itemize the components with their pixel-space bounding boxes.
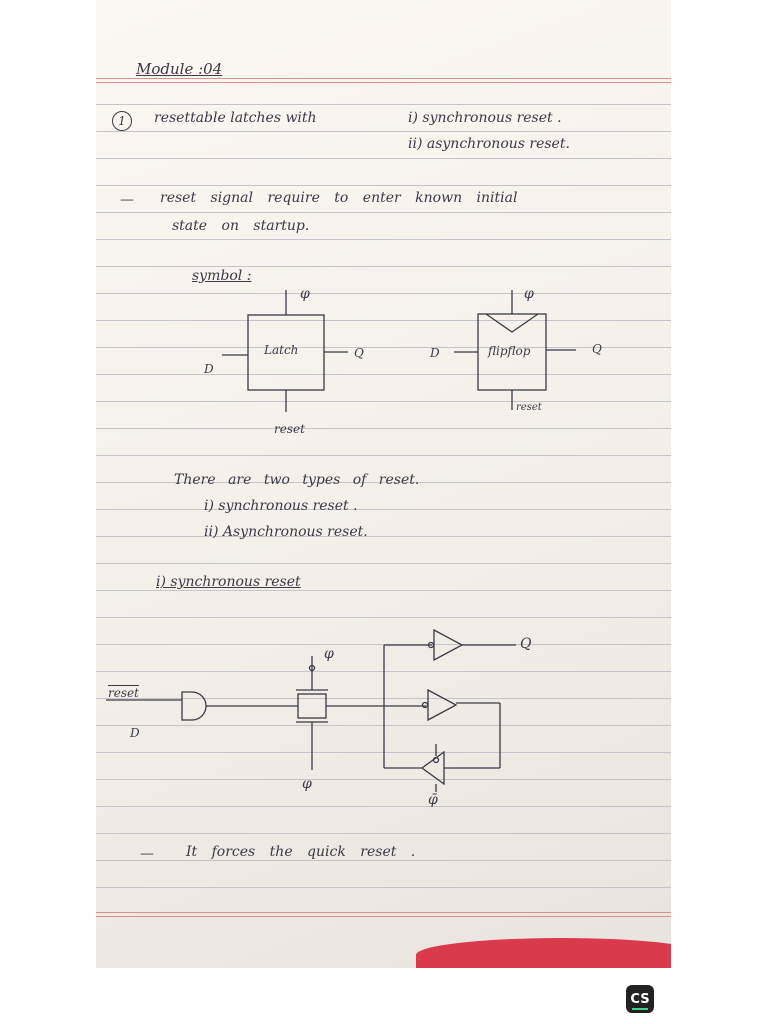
- flipflop-d: D: [430, 346, 440, 360]
- flipflop-phi: φ: [524, 286, 534, 302]
- rule-line: [96, 482, 671, 483]
- rule-line: [96, 860, 671, 861]
- point-number: 1: [118, 114, 126, 128]
- flipflop-q: Q: [592, 342, 602, 356]
- rule-line: [96, 374, 671, 375]
- point2-line1: reset signal require to enter known init…: [160, 190, 518, 206]
- rule-line: [96, 401, 671, 402]
- sync-phi-top: φ: [324, 646, 334, 662]
- camscanner-logo: CS: [626, 985, 654, 1013]
- sync-phi-bar: φ̄: [428, 792, 438, 808]
- rule-line: [96, 266, 671, 267]
- rule-line: [96, 428, 671, 429]
- rule-line: [96, 239, 671, 240]
- and-gate: [181, 691, 207, 721]
- latch-phi: φ: [300, 286, 310, 302]
- rule-line: [96, 806, 671, 807]
- footer-dash: —: [140, 846, 154, 862]
- rule-line: [96, 779, 671, 780]
- latch-d: D: [204, 362, 214, 376]
- rule-line: [96, 455, 671, 456]
- point2-line2: state on startup.: [172, 218, 310, 234]
- rule-line: [96, 617, 671, 618]
- rule-line: [96, 644, 671, 645]
- rule-line: [96, 104, 671, 105]
- footer-text: It forces the quick reset .: [186, 844, 416, 860]
- sync-phi-bottom: φ: [302, 776, 312, 792]
- rule-line: [96, 509, 671, 510]
- point1-text: resettable latches with: [154, 110, 317, 126]
- red-cloth-edge: [416, 938, 671, 968]
- bottom-margin-line-2: [96, 916, 671, 917]
- point2-dash: —: [120, 192, 134, 208]
- sync-heading: i) synchronous reset: [156, 574, 301, 590]
- flipflop-reset: reset: [516, 402, 542, 413]
- circuit-drawings: [106, 290, 576, 792]
- rule-line: [96, 320, 671, 321]
- rule-line: [96, 185, 671, 186]
- rule-line: [96, 293, 671, 294]
- latch-q: Q: [354, 346, 364, 360]
- transmission-gate: [297, 693, 327, 719]
- types-ii: ii) Asynchronous reset.: [204, 524, 368, 540]
- notebook-page: Module :04 1 resettable latches with i) …: [96, 0, 671, 968]
- rule-line: [96, 131, 671, 132]
- module-title: Module :04: [136, 60, 223, 78]
- latch-label: Latch: [264, 343, 299, 357]
- rule-line: [96, 887, 671, 888]
- top-margin-line-2: [96, 82, 671, 83]
- rule-line: [96, 590, 671, 591]
- rule-line: [96, 347, 671, 348]
- bottom-margin-line: [96, 912, 671, 913]
- flipflop-label: flipflop: [488, 344, 531, 358]
- point-number-circle: 1: [112, 111, 132, 131]
- point1-sub-i: i) synchronous reset .: [408, 110, 562, 126]
- types-intro: There are two types of reset.: [174, 472, 420, 488]
- rule-line: [96, 536, 671, 537]
- rule-line: [96, 833, 671, 834]
- top-margin-line: [96, 78, 671, 79]
- sync-q-output: Q: [520, 636, 532, 652]
- buffer-feedback: [420, 750, 445, 786]
- buffer-top: [433, 628, 464, 662]
- symbol-heading: symbol :: [192, 268, 252, 284]
- logo-text: CS: [630, 991, 650, 1007]
- point1-sub-ii: ii) asynchronous reset.: [408, 136, 570, 152]
- rule-line: [96, 158, 671, 159]
- rule-line: [96, 563, 671, 564]
- buffer-middle: [427, 688, 458, 722]
- types-i: i) synchronous reset .: [204, 498, 358, 514]
- rule-line: [96, 212, 671, 213]
- sync-d-input: D: [130, 726, 140, 740]
- latch-reset: reset: [274, 422, 305, 436]
- sync-reset-input: reset: [108, 686, 139, 700]
